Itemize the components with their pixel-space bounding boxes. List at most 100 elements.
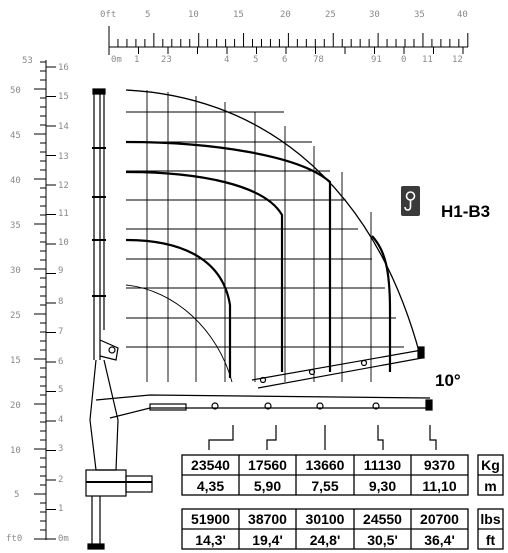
left-ft-label: 15 — [10, 356, 21, 366]
crane-column — [89, 359, 119, 471]
imperial-reach-cell: 30,5' — [367, 532, 398, 548]
boom-cylinder — [149, 403, 187, 411]
left-m-label: 8 — [58, 297, 63, 307]
left-ft-label: 5 — [14, 490, 19, 500]
capacity-curve — [125, 140, 332, 372]
top-ft-label: 20 — [280, 10, 291, 20]
left-m-label: 7 — [58, 327, 63, 337]
capacity-curve — [125, 170, 284, 372]
boom-pin — [108, 346, 116, 354]
top-scale-ft-zero: 0ft — [100, 10, 116, 20]
top-m-label: 1 — [134, 55, 139, 65]
crane-drawing — [85, 88, 433, 550]
capacity-curve — [125, 238, 232, 378]
imperial-reach-unit: ft — [486, 532, 496, 548]
working-envelope — [125, 89, 421, 383]
top-ft-label: 25 — [325, 10, 336, 20]
left-m-label: 5 — [58, 385, 63, 395]
left-scale — [34, 60, 56, 540]
left-m-label: 9 — [58, 266, 63, 276]
top-m-label: 78 — [313, 55, 324, 65]
imperial-load-unit: lbs — [480, 511, 500, 527]
left-m-label: 6 — [58, 357, 63, 367]
top-scale-ft-labels: 5 10 15 20 25 30 35 40 — [145, 10, 468, 20]
top-scale-ticks — [108, 33, 469, 54]
leader-lines — [208, 425, 437, 450]
metric-load-cell: 13660 — [306, 457, 345, 473]
metric-reach-cell: 11,10 — [422, 478, 456, 494]
hook-icon — [401, 186, 420, 216]
imperial-load-cell: 51900 — [191, 511, 230, 527]
left-scale-m-zero: 0m — [58, 534, 69, 544]
leader-line — [208, 425, 234, 450]
left-ft-label: 20 — [10, 401, 21, 411]
imperial-load-cell: 38700 — [248, 511, 287, 527]
imperial-reach-cell: 19,4' — [252, 532, 283, 548]
capacity-curve — [371, 235, 392, 372]
boom-pin — [259, 376, 267, 384]
load-table-imperial: 51900 38700 30100 24550 20700 14,3' 19,4… — [181, 508, 504, 550]
imperial-load-cell: 24550 — [363, 511, 402, 527]
left-scale-ticks — [34, 61, 56, 540]
boom-pin — [372, 402, 380, 410]
left-m-label: 14 — [58, 122, 69, 132]
metric-reach-cell: 5,90 — [254, 478, 281, 494]
left-ft-label: 45 — [10, 131, 21, 141]
boom-pin — [264, 402, 272, 410]
left-m-label: 2 — [58, 475, 63, 485]
vertical-boom — [92, 88, 119, 361]
left-scale-ft-labels: 53 50 45 40 35 30 25 20 15 10 5 ft0 — [6, 56, 33, 544]
stabilizer-foot — [87, 543, 105, 550]
imperial-load-cell: 20700 — [420, 511, 459, 527]
boom-tip — [425, 399, 433, 411]
crane-pump — [125, 475, 153, 493]
metric-reach-cell: 4,35 — [197, 478, 224, 494]
boom-pin — [211, 402, 219, 410]
load-table-metric: 23540 17560 13660 11130 9370 4,35 5,90 7… — [181, 454, 504, 496]
top-scale-m-zero: 0m — [111, 55, 122, 65]
imperial-reach-cell: 14,3' — [195, 532, 226, 548]
top-ft-label: 35 — [414, 10, 425, 20]
leader-line — [429, 425, 437, 450]
horizontal-boom — [95, 394, 433, 419]
top-ft-label: 5 — [145, 10, 150, 20]
left-ft-label: 50 — [10, 86, 21, 96]
imperial-reach-cell: 36,4' — [424, 532, 455, 548]
left-m-label: 12 — [58, 181, 69, 191]
metric-reach-unit: m — [484, 478, 496, 494]
left-m-label: 3 — [58, 444, 63, 454]
top-m-label: 91 — [371, 55, 382, 65]
boom-top-edge — [95, 394, 431, 401]
left-scale-ft-zero: ft0 — [6, 534, 22, 544]
reach-grid — [126, 90, 404, 382]
boom-top-edge — [251, 349, 423, 381]
max-reach-envelope — [125, 89, 421, 356]
imperial-load-cell: 30100 — [306, 511, 345, 527]
boom-bottom-edge — [257, 357, 423, 389]
left-ft-label: 35 — [10, 221, 21, 231]
top-m-label: 6 — [282, 55, 287, 65]
crane-base — [85, 359, 153, 550]
left-ft-label: 25 — [10, 311, 21, 321]
metric-reach-cell: 9,30 — [369, 478, 396, 494]
metric-reach-cell: 7,55 — [311, 478, 338, 494]
left-ft-label: 10 — [10, 446, 21, 456]
leader-line — [266, 425, 277, 450]
left-m-label: 4 — [58, 415, 63, 425]
top-ft-label: 10 — [188, 10, 199, 20]
boom-linkage — [99, 339, 119, 361]
left-ft-label: 40 — [10, 176, 21, 186]
metric-load-cell: 17560 — [248, 457, 287, 473]
top-ft-label: 40 — [457, 10, 468, 20]
inner-limit-arc — [125, 284, 233, 383]
model-label: H1-B3 — [441, 202, 490, 221]
left-scale-m-labels: 16 15 14 13 12 11 10 9 8 7 6 5 4 3 2 1 0… — [58, 63, 69, 544]
left-m-label: 1 — [58, 504, 63, 514]
top-m-label: 0 — [401, 55, 406, 65]
top-ft-label: 15 — [233, 10, 244, 20]
left-m-label: 10 — [58, 238, 69, 248]
imperial-reach-cell: 24,8' — [310, 532, 341, 548]
metric-load-cell: 9370 — [424, 457, 455, 473]
metric-load-cell: 11130 — [364, 457, 402, 473]
